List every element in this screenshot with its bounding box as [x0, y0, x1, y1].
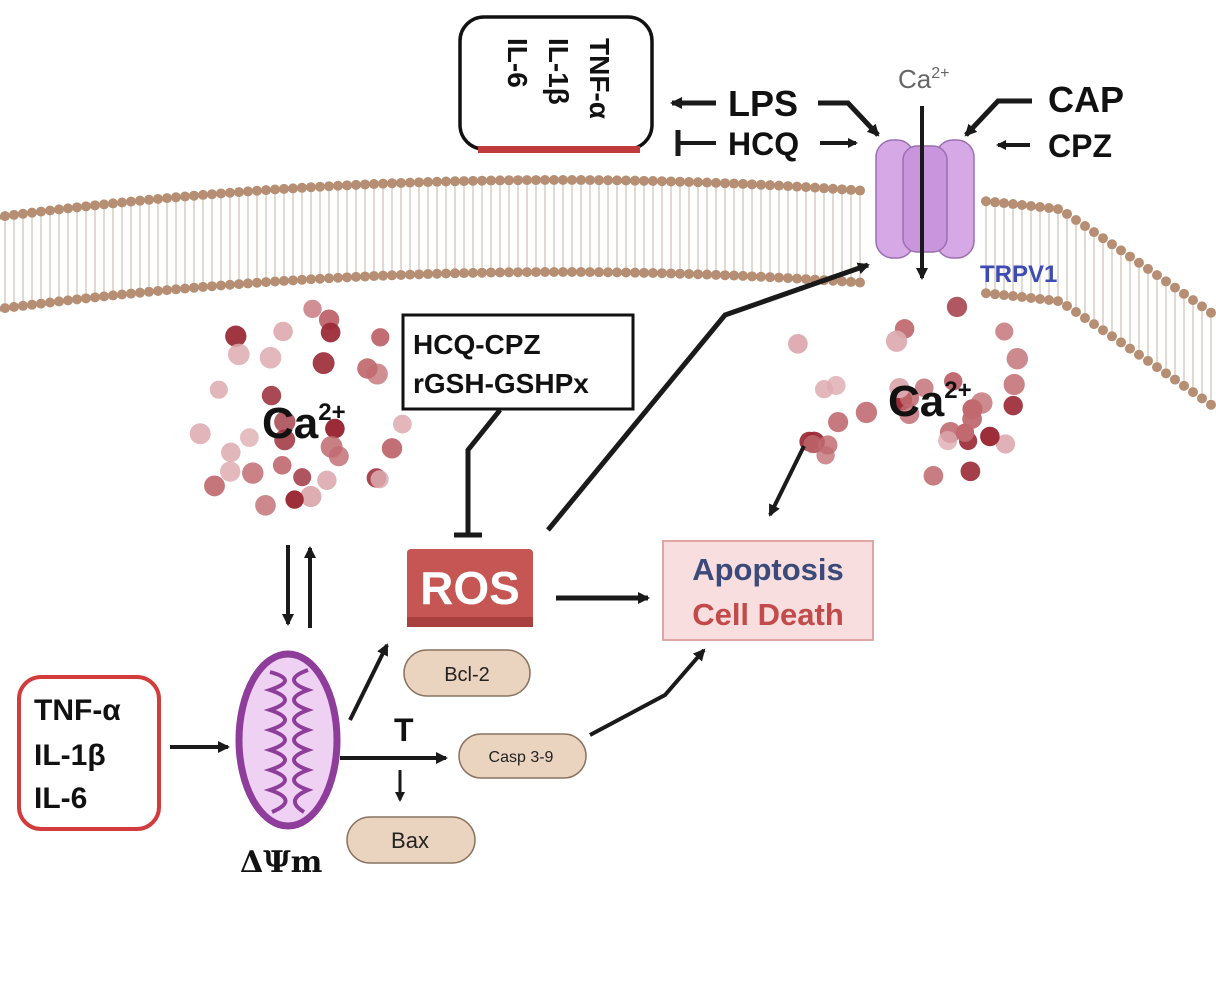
inhibitor-line-1: HCQ-CPZ — [413, 329, 541, 360]
bcl2-label: Bcl-2 — [444, 664, 490, 686]
left-cytokine-box: TNF-α IL-1β IL-6 — [17, 675, 161, 831]
calcium-to-apoptosis-arrow — [768, 445, 806, 517]
top-cytokine-tnf: TNF-α — [584, 38, 615, 119]
cap-to-trpv1-arrow — [964, 98, 1032, 137]
trpv1-channel — [875, 106, 975, 280]
left-cytokine-il6: IL-6 — [34, 782, 87, 815]
apoptosis-label: Apoptosis — [692, 552, 844, 587]
left-cytokine-tnf: TNF-α — [34, 694, 121, 727]
cell-death-label: Cell Death — [692, 597, 844, 632]
top-cytokine-il6: IL-6 — [502, 38, 533, 88]
top-cytokine-il1b: IL-1β — [543, 38, 574, 105]
ros-box: ROS — [407, 549, 533, 627]
t-marker: T — [394, 712, 414, 748]
casp-to-apoptosis-arrow — [589, 648, 706, 737]
casp-pill: Casp 3-9 — [458, 733, 587, 779]
calcium-cluster-left — [189, 299, 412, 516]
mitochondrion-icon — [235, 650, 341, 830]
inhibitor-box: HCQ-CPZ rGSH-GSHPx — [401, 313, 635, 411]
bcl2-pill: Bcl-2 — [403, 649, 531, 697]
bax-label: Bax — [391, 828, 429, 853]
ros-to-trpv1-arrow — [546, 262, 870, 532]
ros-label: ROS — [420, 562, 520, 614]
calcium-left-label: Ca2+ — [262, 399, 346, 448]
left-cytokine-il1b: IL-1β — [34, 739, 106, 772]
lps-label: LPS — [728, 83, 798, 124]
membrane-potential-label: ΔΨm — [240, 845, 323, 880]
channel-ion-label: Ca2+ — [898, 64, 950, 94]
hcq-label: HCQ — [728, 126, 799, 162]
mito-to-ros-arrow — [348, 643, 389, 721]
calcium-cluster-right — [788, 296, 1029, 486]
cell-membrane — [0, 175, 1216, 410]
casp-label: Casp 3-9 — [489, 749, 554, 766]
inhibitor-line-2: rGSH-GSHPx — [413, 368, 589, 399]
trpv1-label: TRPV1 — [980, 261, 1057, 288]
inhibitor-to-ros-line — [465, 408, 502, 533]
top-cytokine-box: TNF-α IL-1β IL-6 — [458, 15, 654, 153]
lps-to-trpv1-arrow — [818, 100, 880, 137]
bax-pill: Bax — [346, 816, 476, 864]
cap-label: CAP — [1048, 79, 1124, 120]
apoptosis-box: Apoptosis Cell Death — [662, 540, 874, 641]
calcium-right-label: Ca2+ — [888, 377, 972, 426]
cpz-label: CPZ — [1048, 128, 1112, 164]
